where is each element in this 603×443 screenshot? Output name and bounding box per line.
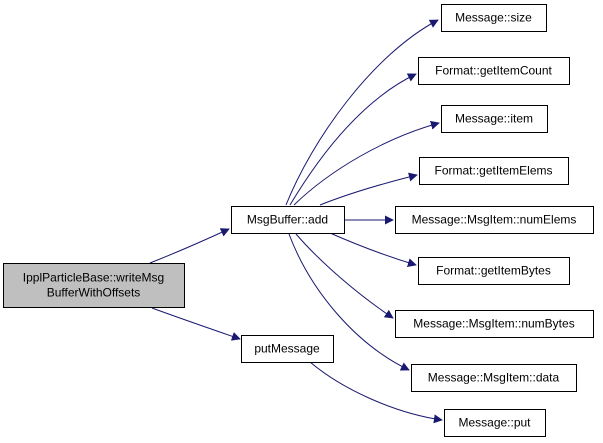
node-box xyxy=(418,57,570,85)
node-message-put[interactable]: Message::put xyxy=(444,409,546,437)
edge-msgbuffer_add-to-message_size xyxy=(285,19,439,206)
node-label-line: Format::getItemElems xyxy=(434,164,552,178)
edge-msgbuffer_add-to-format_get_item_elems xyxy=(319,172,418,206)
node-msgitem-data[interactable]: Message::MsgItem::data xyxy=(411,364,577,392)
node-box xyxy=(395,310,594,338)
edge-msgbuffer_add-to-msgitem_data xyxy=(288,233,410,371)
node-label-line: Message::MsgItem::numElems xyxy=(412,213,577,227)
node-box xyxy=(444,409,546,437)
node-msgitem-num-bytes[interactable]: Message::MsgItem::numBytes xyxy=(395,310,594,338)
edge-msgbuffer_add-to-message_item xyxy=(293,120,440,206)
edge-put_message-to-message_put xyxy=(309,361,443,424)
node-box xyxy=(419,157,569,185)
edge-root-to-msgbuffer_add xyxy=(149,228,230,264)
node-format-get-item-bytes[interactable]: Format::getItemBytes xyxy=(418,257,570,285)
node-label-line: Message::put xyxy=(458,416,531,430)
node-put-message[interactable]: putMessage xyxy=(241,335,334,363)
node-label-line: Message::size xyxy=(455,11,532,25)
node-box xyxy=(3,263,185,308)
node-message-item[interactable]: Message::item xyxy=(441,105,548,133)
edge-msgbuffer_add-to-format_get_item_count xyxy=(289,73,417,206)
node-format-get-item-count[interactable]: Format::getItemCount xyxy=(418,57,570,85)
edge-root-to-put_message xyxy=(151,307,241,341)
node-label-line: BufferWithOffsets xyxy=(47,286,141,300)
nodes-layer: IpplParticleBase::writeMsgBufferWithOffs… xyxy=(3,4,594,437)
node-box xyxy=(241,335,334,363)
node-box xyxy=(441,105,548,133)
node-message-size[interactable]: Message::size xyxy=(441,4,547,32)
edge-msgbuffer_add-to-msgitem_num_bytes xyxy=(295,233,394,319)
node-label-line: MsgBuffer::add xyxy=(247,213,328,227)
node-format-get-item-elems[interactable]: Format::getItemElems xyxy=(419,157,569,185)
edges-layer xyxy=(149,19,443,424)
node-box xyxy=(418,257,570,285)
node-label-line: Message::MsgItem::numBytes xyxy=(413,317,574,331)
node-box xyxy=(395,206,594,234)
node-msgbuffer-add[interactable]: MsgBuffer::add xyxy=(231,206,345,234)
edge-msgbuffer_add-to-format_get_item_bytes xyxy=(329,232,417,267)
node-label-line: Format::getItemBytes xyxy=(436,264,551,278)
node-box xyxy=(411,364,577,392)
node-label-line: Format::getItemCount xyxy=(435,64,552,78)
node-label-line: Message::MsgItem::data xyxy=(428,371,560,385)
node-box xyxy=(231,206,345,234)
node-root: IpplParticleBase::writeMsgBufferWithOffs… xyxy=(3,263,185,308)
node-msgitem-num-elems[interactable]: Message::MsgItem::numElems xyxy=(395,206,594,234)
node-box xyxy=(441,4,547,32)
node-label-line: Message::item xyxy=(455,112,533,126)
node-label-line: IpplParticleBase::writeMsg xyxy=(23,271,164,285)
node-label-line: putMessage xyxy=(254,342,320,356)
